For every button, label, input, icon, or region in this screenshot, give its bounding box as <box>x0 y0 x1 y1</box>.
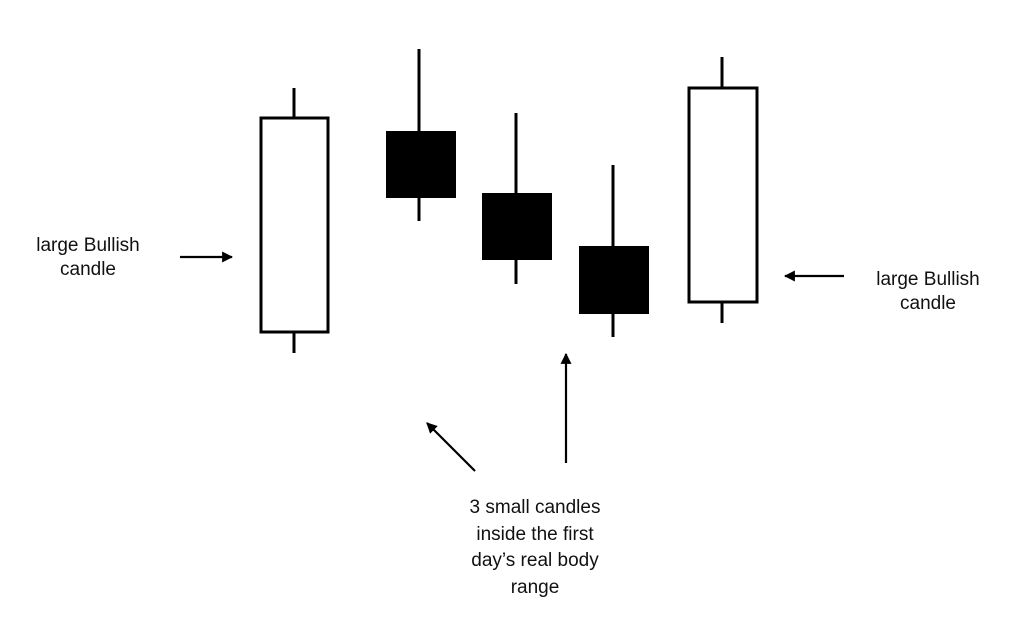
label-left-line1: large Bullish <box>36 235 140 256</box>
candle-5-body <box>687 86 759 304</box>
label-large-bullish-candle-right: large Bullish candle <box>858 268 998 316</box>
candle-5-bullish <box>687 57 759 323</box>
candle-1-body <box>259 116 330 334</box>
label-bottom-line3: day’s real body <box>471 550 599 571</box>
label-bottom-line2: inside the first <box>476 523 594 545</box>
candle-4-bearish <box>579 165 649 337</box>
candle-3-bearish <box>482 113 552 284</box>
label-right-line1: large Bullish <box>876 269 980 290</box>
candle-1-bullish <box>259 88 330 353</box>
label-left-line2: candle <box>60 259 116 280</box>
label-bottom-line4: range <box>510 576 560 598</box>
label-large-bullish-candle-left: large Bullish candle <box>18 234 158 282</box>
label-bottom-line1: 3 small candles <box>469 497 601 518</box>
label-right-line2: candle <box>900 293 956 314</box>
candle-4-body <box>579 246 649 314</box>
label-three-small-candles: 3 small candles inside the first day’s r… <box>430 495 640 601</box>
arrow-diagonal-up-left-icon <box>426 422 476 472</box>
candle-2-body <box>386 131 456 198</box>
candle-2-bearish <box>386 49 456 221</box>
candle-3-body <box>482 193 552 260</box>
